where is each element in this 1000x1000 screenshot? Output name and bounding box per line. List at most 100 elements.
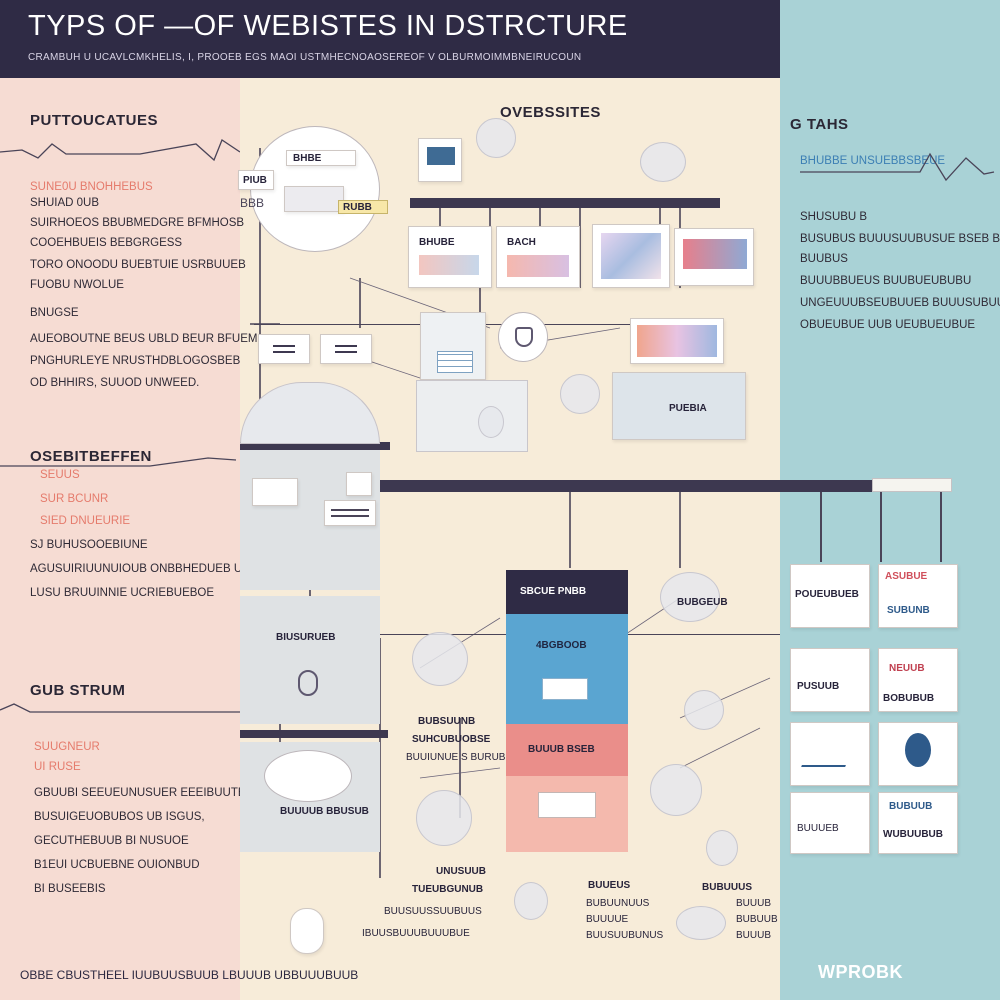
left-section-heading-1: PUTTOUCATUES: [30, 112, 158, 129]
homepage-side-tag: PIUB: [238, 170, 274, 190]
ghost-node-9: [514, 882, 548, 920]
shield-icon: [515, 327, 533, 347]
right-line-2: SHUSUBU B: [800, 211, 868, 223]
right-card-4[interactable]: NEUUB BOBUBUB: [878, 648, 958, 712]
ghost-node-4: [416, 790, 472, 846]
right-card-3[interactable]: PUSUUB: [790, 648, 870, 712]
footer-text: OBBE CBUSTHEEL IUUBUUSBUUB LBUUUB UBBUUU…: [20, 968, 359, 982]
right-line-7: OBUEUBUE UUB UEUBUEUBUE: [800, 319, 976, 331]
left-s2-line-2: SUR BCUNR: [40, 493, 109, 505]
left-s3-line-4: BUSUIGEUOBUBOS UB ISGUS,: [34, 811, 205, 823]
homepage-window-mock: [284, 186, 344, 212]
left-s3-line-7: BI BUSEEBIS: [34, 883, 106, 895]
column-blue-window-icon: [542, 678, 588, 700]
left-mid-panel: BIUSURUEB: [240, 596, 380, 724]
page-subtitle: CRAMBUH U UCAVLCMKHELIS, I, PROOEB EGS M…: [28, 52, 582, 63]
footer-brand-logo: WPROBK: [818, 962, 903, 982]
left-s1-line-2: SHUIAD 0UB: [30, 197, 100, 209]
left-section-heading-2: OSEBITBEFFEN: [30, 448, 152, 465]
site-card-3[interactable]: [592, 224, 670, 288]
right-card-1[interactable]: POUEUBUEB: [790, 564, 870, 628]
ghost-node-3: [412, 632, 468, 686]
left-s1-line-3: SUIRHOEOS BBUBMEDGRE BFMHOSB: [30, 217, 245, 229]
center-label-b: SUHCUBUOBSE: [412, 734, 491, 745]
lock-ghost-icon: [478, 406, 504, 438]
monitor-icon: [427, 147, 455, 165]
right-line-4: BUUBUS: [800, 253, 848, 265]
homepage-yellow-tag: RUBB: [338, 200, 388, 214]
photo-icon-node: [346, 472, 372, 496]
right-card-6[interactable]: [878, 722, 958, 786]
top-branch-bar: [410, 198, 720, 208]
ghost-node-2: [640, 142, 686, 182]
menu-icon-c: [331, 509, 369, 517]
left-panel-card-a[interactable]: [252, 478, 298, 506]
page-title: TYPS OF —OF WEBISTES IN DSTRCTURE: [28, 10, 628, 42]
column-header-block: SBCUE PNBB: [506, 570, 628, 614]
left-s1-line-4: COOEHBUEIS BEBGRGESS: [30, 237, 183, 249]
globe-ghost-node: [560, 374, 600, 414]
small-panel-b[interactable]: [320, 334, 372, 364]
site-card-4[interactable]: [674, 228, 754, 286]
site-card-5[interactable]: [630, 318, 724, 364]
center-label-c: BUUIUNUE S BURUB: [406, 752, 506, 763]
left-s3-line-2: UI RUSE: [34, 761, 81, 773]
right-hanger-1: [820, 492, 822, 562]
right-card-2[interactable]: ASUBUE SUBUNB: [878, 564, 958, 628]
site-card-2[interactable]: BACH: [496, 226, 580, 288]
bottom-cluster2-d: BUUSUUBUNUS: [586, 930, 664, 941]
bottom-cluster3-d: BUUUB: [736, 930, 772, 941]
right-hanger-2: [880, 492, 882, 562]
menu-icon-a: [273, 345, 295, 353]
table-node[interactable]: [420, 312, 486, 380]
site-card-3-preview: [601, 233, 661, 279]
center-label-a: BUBSUUNB: [418, 716, 476, 727]
ghost-node-1: [476, 118, 516, 158]
main-branch-bar: [376, 480, 872, 492]
left-s1-line-8: AUEOBOUTNE BEUS UBLD BEUR BFUEM: [30, 333, 258, 345]
left-connector-line-3: [0, 703, 240, 713]
lock-icon: [298, 670, 318, 696]
bottom-cluster1-b: TUEUBGUNUB: [412, 884, 484, 895]
left-connector-line-2: [0, 457, 237, 467]
site-card-5-preview: [637, 325, 717, 357]
table-icon: [437, 351, 473, 373]
column-red-block: BUUUB BSEB: [506, 724, 628, 776]
site-card-2-preview: [507, 255, 569, 277]
left-s1-line-7: BNUGSE: [30, 307, 79, 319]
homepage-card-text: BHBE: [293, 153, 322, 164]
left-s2-line-3: SIED DNUEURIE: [40, 515, 131, 527]
frame-node: [416, 380, 528, 452]
ghost-node-5: BUBGEUB: [660, 572, 728, 622]
lower-stub-bar: [240, 730, 388, 738]
shield-node[interactable]: [498, 312, 548, 362]
small-panel-a[interactable]: [258, 334, 310, 364]
bottom-cluster3-a: BUBUUUS: [702, 882, 752, 893]
left-panel-card-b[interactable]: [324, 500, 376, 526]
bottom-cluster2-b: BUBUUNUUS: [586, 898, 650, 909]
left-s2-line-5: AGUSUIRIUUNUIOUB ONBBHEDUEB UEUOBUEBR: [30, 563, 307, 575]
bottom-cluster2-a: BUUEUS: [588, 880, 631, 891]
left-s3-line-6: B1EUI UCBUEBNE OUIONBUD: [34, 859, 200, 871]
left-s2-line-6: LUSU BRUUINNIE UCRIEBUEBOE: [30, 587, 215, 599]
left-s2-line-1: SEUUS: [40, 469, 80, 481]
site-card-4-preview: [683, 239, 747, 269]
bottom-cluster2-c: BUUUUE: [586, 914, 629, 925]
left-zigzag-line-1: [0, 139, 240, 162]
bottom-bubble-node: [290, 908, 324, 954]
right-card-5[interactable]: [790, 722, 870, 786]
monitor-node[interactable]: [418, 138, 462, 182]
right-card-7[interactable]: BUUUEB: [790, 792, 870, 854]
left-s1-line-6: FUOBU NWOLUE: [30, 279, 124, 291]
site-card-1-preview: [419, 255, 479, 275]
right-card-8[interactable]: BUBUUB WUBUUBUB: [878, 792, 958, 854]
site-card-1[interactable]: BHUBE: [408, 226, 492, 288]
right-line-6: UNGEUUUBSEUBUUEB BUUUSUBUUUB: [800, 297, 1000, 309]
header-bar: [0, 0, 780, 78]
pedia-card[interactable]: PUEBIA: [612, 372, 746, 440]
homepage-card-label: BHBE: [286, 150, 356, 166]
column-blue-block: 4BGBOOB: [506, 614, 628, 724]
main-branch-end-cap: [872, 478, 952, 492]
ghost-node-6: [684, 690, 724, 730]
left-s3-line-5: GECUTHEBUUB BI NUSUOE: [34, 835, 189, 847]
